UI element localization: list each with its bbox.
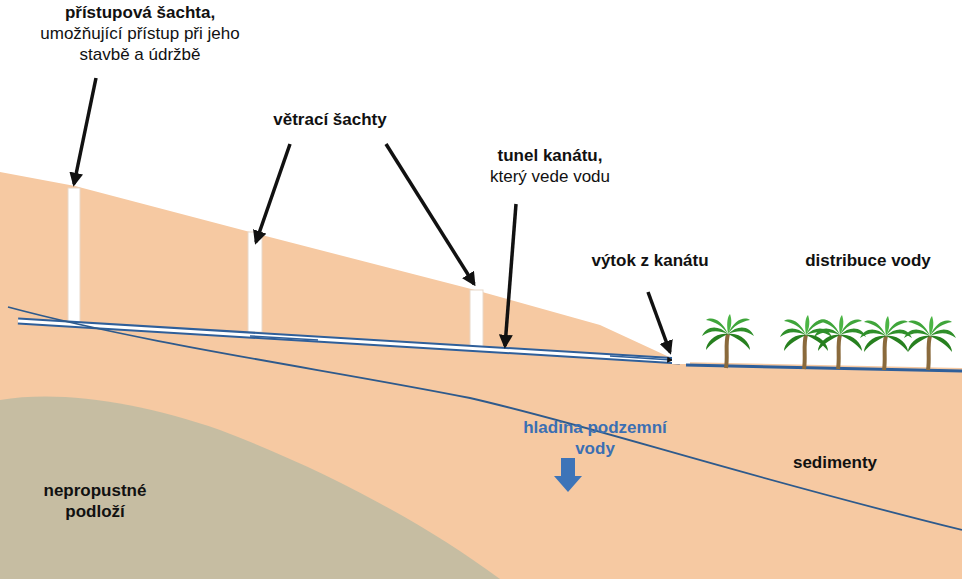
water-table-label: hladina podzemní vody <box>515 417 675 459</box>
callout-label: který vede vodu <box>470 166 630 187</box>
callout-label: větrací šachty <box>240 109 420 130</box>
palm-tree <box>860 316 912 370</box>
outlet <box>672 357 690 364</box>
ventilation-shaft <box>248 232 262 332</box>
leader-arrows <box>74 78 670 352</box>
palm-tree <box>814 315 866 369</box>
callout-label: přístupová šachta, <box>30 2 250 23</box>
palm-tree <box>904 316 956 370</box>
layer-label: nepropustné podloží <box>40 480 150 522</box>
layer-label: sedimenty <box>770 452 900 473</box>
flow-arrow <box>250 336 672 360</box>
palm-tree <box>702 314 754 368</box>
callout-label: výtok z kanátu <box>570 250 730 271</box>
bedrock-layer <box>0 397 500 579</box>
qanat-tunnel-inner <box>18 321 680 361</box>
sediment-layer <box>0 172 962 579</box>
callout-label: tunel kanátu, <box>470 145 630 166</box>
ventilation-shaft <box>470 290 483 350</box>
qanat-tunnel <box>18 321 680 361</box>
callout-label: umožňující přístup při jeho stavbě a údr… <box>30 23 250 65</box>
water-table-arrow <box>554 458 582 492</box>
callout-label: distribuce vody <box>778 250 958 271</box>
water-table <box>8 307 962 530</box>
access-shaft <box>68 188 80 324</box>
